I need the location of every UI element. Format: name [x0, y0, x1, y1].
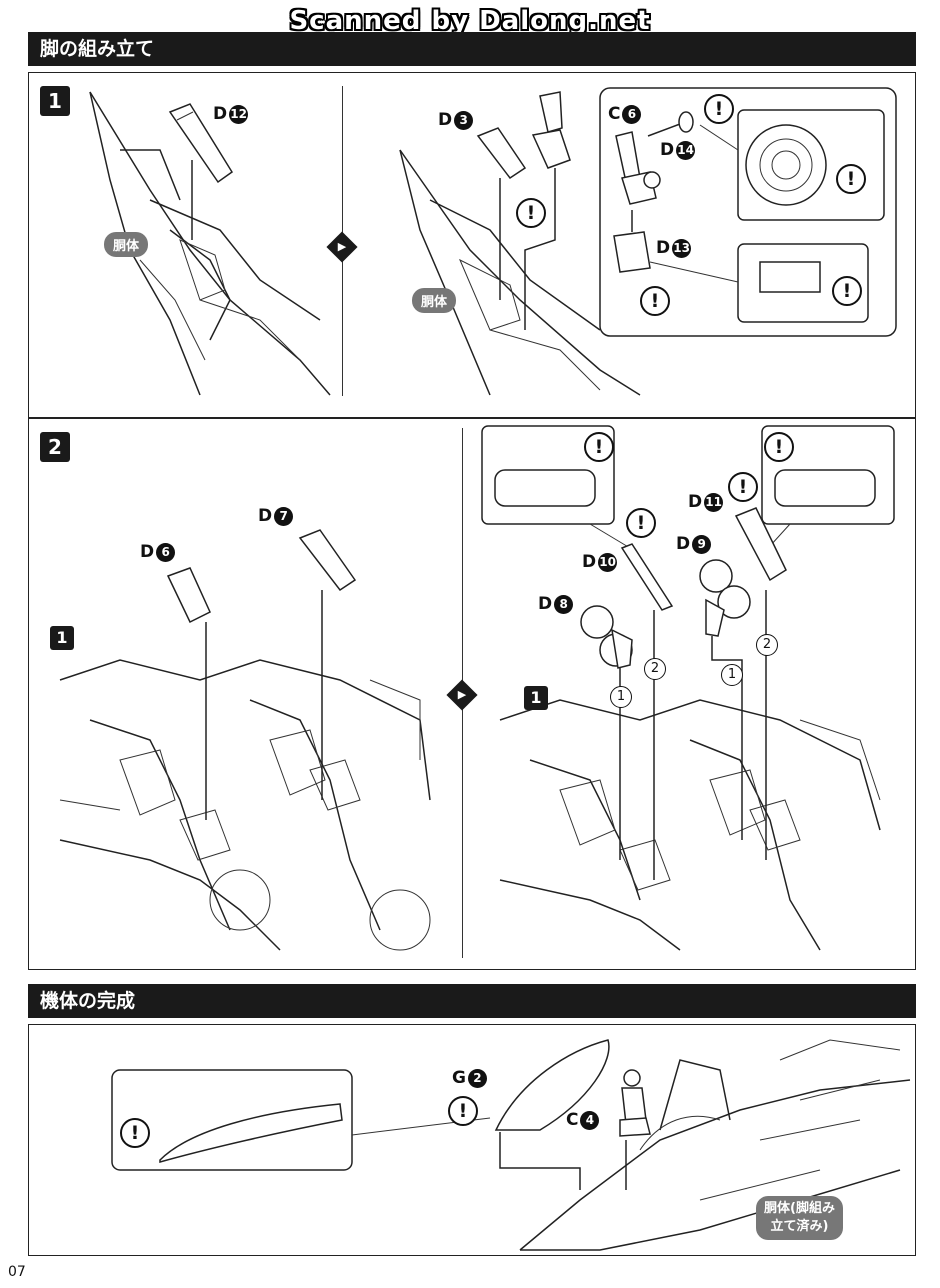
step2-number: 2	[40, 432, 70, 462]
step1-panel	[28, 72, 916, 418]
fuselage-assembled-line1: 胴体(脚組み	[764, 1201, 835, 1216]
canopy-detail-box	[111, 1069, 353, 1171]
warning-icon: !	[640, 286, 670, 316]
part-d11-drawing	[734, 507, 787, 582]
part-d13-drawing	[613, 231, 651, 273]
part-d3-drawing	[476, 127, 527, 180]
warning-icon: !	[448, 1096, 478, 1126]
part-c6-drawing	[615, 131, 661, 205]
completion-panel	[28, 1024, 916, 1256]
warning-icon: !	[764, 432, 794, 462]
warning-icon: !	[704, 94, 734, 124]
wheel-zoom-box	[737, 109, 885, 221]
fuselage-drawing	[89, 91, 331, 396]
fuselage-assembled-tag: 胴体(脚組み立て済み)	[756, 1196, 843, 1240]
warning-icon: !	[584, 432, 614, 462]
part-d6-drawing	[166, 567, 211, 624]
canopy-g2-drawing	[494, 1039, 610, 1131]
watermark: Scanned by Dalong.net	[289, 6, 651, 36]
fuselage-assembled-line2: 立て済み)	[770, 1219, 829, 1234]
fuselage-drawing-2	[399, 149, 641, 396]
order-marker-1: 1	[721, 664, 743, 686]
warning-icon: !	[516, 198, 546, 228]
part-d12-drawing	[168, 103, 234, 184]
detail-box-right	[761, 425, 895, 525]
aircraft-underside-drawing-2	[499, 699, 881, 951]
part-d8-drawing	[580, 605, 633, 669]
part-d7-drawing	[298, 529, 357, 592]
warning-icon: !	[626, 508, 656, 538]
reference-step-1: 1	[524, 686, 548, 710]
detail-box	[599, 87, 897, 337]
warning-icon: !	[836, 164, 866, 194]
aircraft-final-drawing	[519, 1039, 911, 1251]
part-leg-strut-drawing	[531, 91, 571, 169]
warning-icon: !	[832, 276, 862, 306]
pilot-c4-drawing	[619, 1069, 651, 1137]
warning-icon: !	[728, 472, 758, 502]
fuselage-tag: 胴体	[104, 232, 149, 257]
section-header-airframe-completion: 機体の完成	[28, 984, 916, 1018]
section-header-leg-assembly: 脚の組み立て	[28, 32, 916, 66]
aircraft-underside-drawing	[59, 659, 431, 951]
order-marker-1: 1	[610, 686, 632, 708]
warning-icon: !	[120, 1118, 150, 1148]
part-d9-drawing	[699, 559, 751, 637]
order-marker-2: 2	[644, 658, 666, 680]
part-zoom-box	[737, 243, 869, 323]
wheel-d14-drawing	[678, 111, 694, 133]
page-number: 07	[8, 1264, 26, 1280]
order-marker-2: 2	[756, 634, 778, 656]
step1-number: 1	[40, 86, 70, 116]
step2-panel	[28, 418, 916, 970]
canopy-side-view-drawing	[159, 1103, 343, 1163]
detail-box-left	[481, 425, 615, 525]
part-d10-drawing	[620, 543, 674, 611]
reference-step-1: 1	[50, 626, 74, 650]
fuselage-tag: 胴体	[412, 288, 457, 313]
